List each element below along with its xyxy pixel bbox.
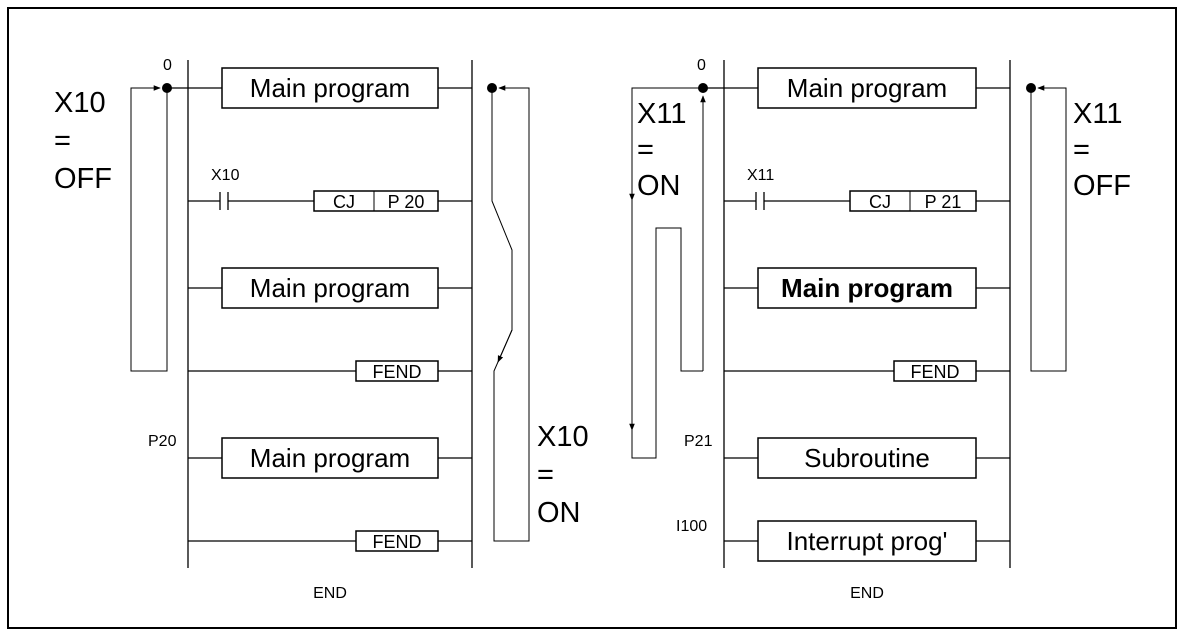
on-jump-path [491, 85, 530, 542]
fend-label: FEND [373, 362, 422, 382]
cj-target: P 20 [388, 192, 425, 212]
main-program-label: Main program [781, 273, 953, 303]
interrupt-box [757, 520, 977, 562]
cj-instruction: CJ [333, 192, 355, 212]
left-ladder: Main program CJ P 20 X10 Main program FE… [54, 57, 589, 602]
subroutine-box [757, 437, 977, 479]
main-program-label: Main program [250, 73, 410, 103]
main-program-label: Main program [250, 273, 410, 303]
off-loop-path [1030, 85, 1067, 372]
off-loop-path [130, 85, 168, 372]
main-program-box [757, 67, 977, 109]
pointer-label: P21 [684, 433, 713, 450]
main-program-label: Main program [250, 443, 410, 473]
state-on-line1: X10 [537, 421, 589, 453]
state-on-line3: ON [637, 170, 681, 202]
state-on-line2: = [537, 459, 554, 491]
cj-target: P 21 [925, 192, 962, 212]
state-off-line2: = [54, 125, 71, 157]
end-label: END [850, 585, 884, 602]
step-zero-label: 0 [163, 57, 172, 74]
pointer-label: P20 [148, 433, 177, 450]
state-off-line3: OFF [1073, 170, 1131, 202]
outer-frame [7, 7, 1177, 629]
contact-label: X11 [747, 167, 774, 184]
main-program-box [757, 267, 977, 309]
state-off-line2: = [1073, 134, 1090, 166]
fend-label: FEND [373, 532, 422, 552]
state-off-line1: X11 [1073, 98, 1122, 130]
main-program-box [221, 267, 439, 309]
main-program-box [221, 437, 439, 479]
state-on-line3: ON [537, 497, 581, 529]
subroutine-label: Subroutine [804, 443, 930, 473]
interrupt-label: Interrupt prog' [786, 526, 947, 556]
right-ladder: Main program CJ P 21 X11 Main program FE… [629, 57, 1131, 602]
main-program-box [221, 67, 439, 109]
end-label: END [313, 585, 347, 602]
contact-label: X10 [211, 167, 240, 184]
cj-instruction: CJ [869, 192, 891, 212]
interrupt-pointer-label: I100 [676, 518, 707, 535]
fend-label: FEND [911, 362, 960, 382]
state-off-line1: X10 [54, 87, 106, 119]
state-on-line2: = [637, 134, 654, 166]
state-on-line1: X11 [637, 98, 686, 130]
step-zero-label: 0 [697, 57, 706, 74]
main-program-label: Main program [787, 73, 947, 103]
state-off-line3: OFF [54, 163, 112, 195]
